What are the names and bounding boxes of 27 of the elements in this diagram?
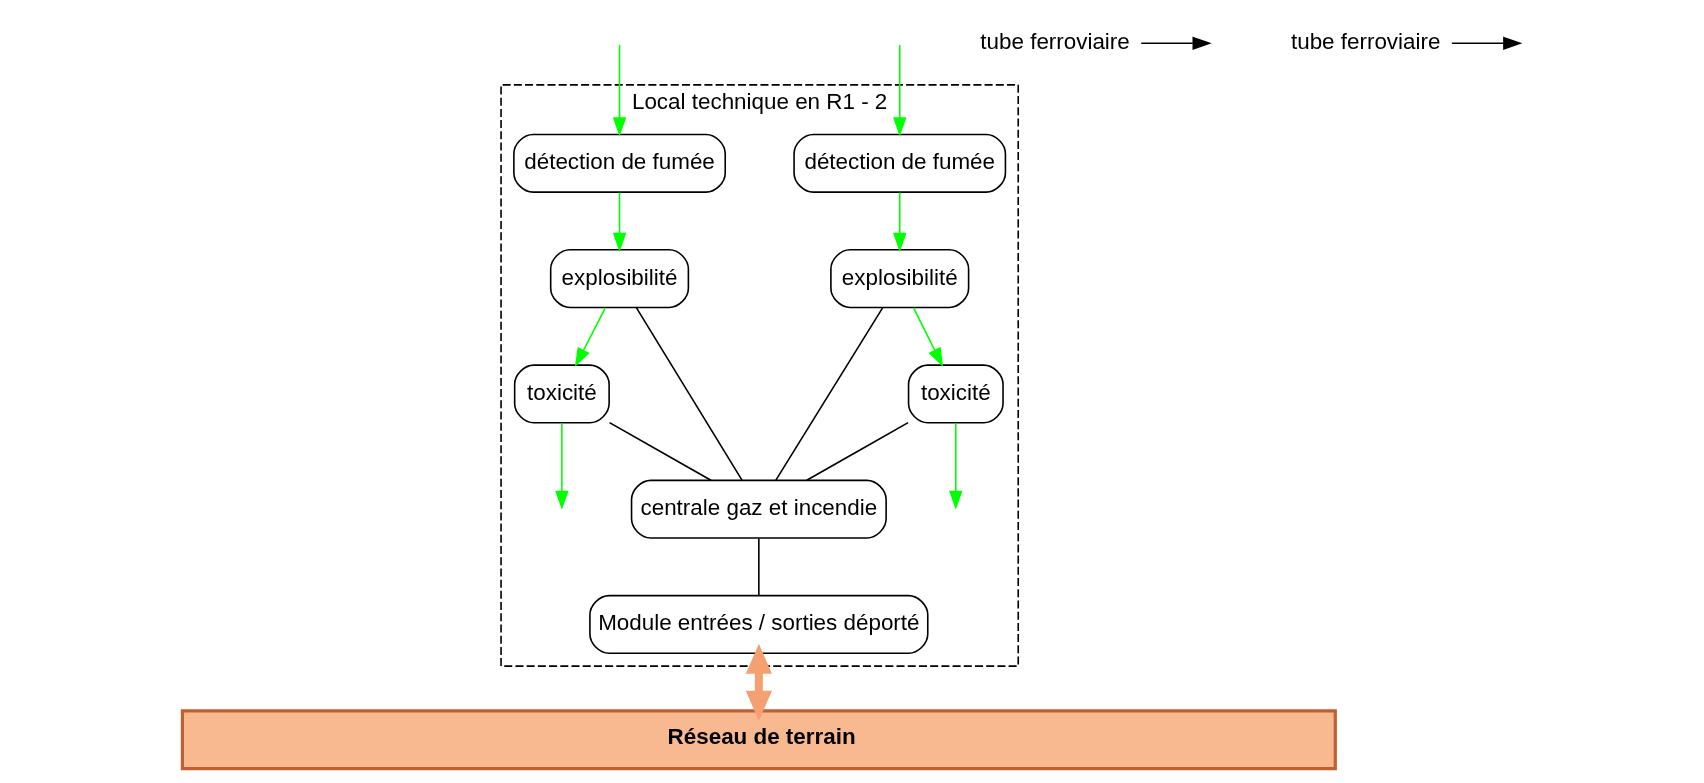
arrow [612,191,627,253]
arrow [574,307,607,368]
node-box: détection de fumée [793,133,1007,193]
arrow [1140,36,1212,50]
arrow [1451,36,1523,50]
arrow [949,422,963,510]
node-box: centrale gaz et incendie [630,479,887,539]
arrow [912,307,944,368]
node-text: tube ferroviaire [980,29,1130,55]
connector [608,421,712,482]
connector [758,537,760,597]
node-box: explosibilité [830,249,970,309]
connector [635,306,743,481]
node-box: toxicité [513,364,610,424]
node-box: détection de fumée [513,133,726,193]
arrow [555,422,569,510]
node-text: tube ferroviaire [1290,29,1441,55]
node-box: Réseau de terrain [180,709,1337,771]
arrow [893,44,907,137]
node-box: explosibilité [549,249,690,309]
node-box: Module entrées / sorties déporté [589,594,929,655]
arrow [612,44,627,137]
connector [775,306,884,481]
connector [805,421,909,482]
arrow [745,643,772,721]
arrow [893,191,907,253]
node-box: toxicité [907,364,1004,424]
